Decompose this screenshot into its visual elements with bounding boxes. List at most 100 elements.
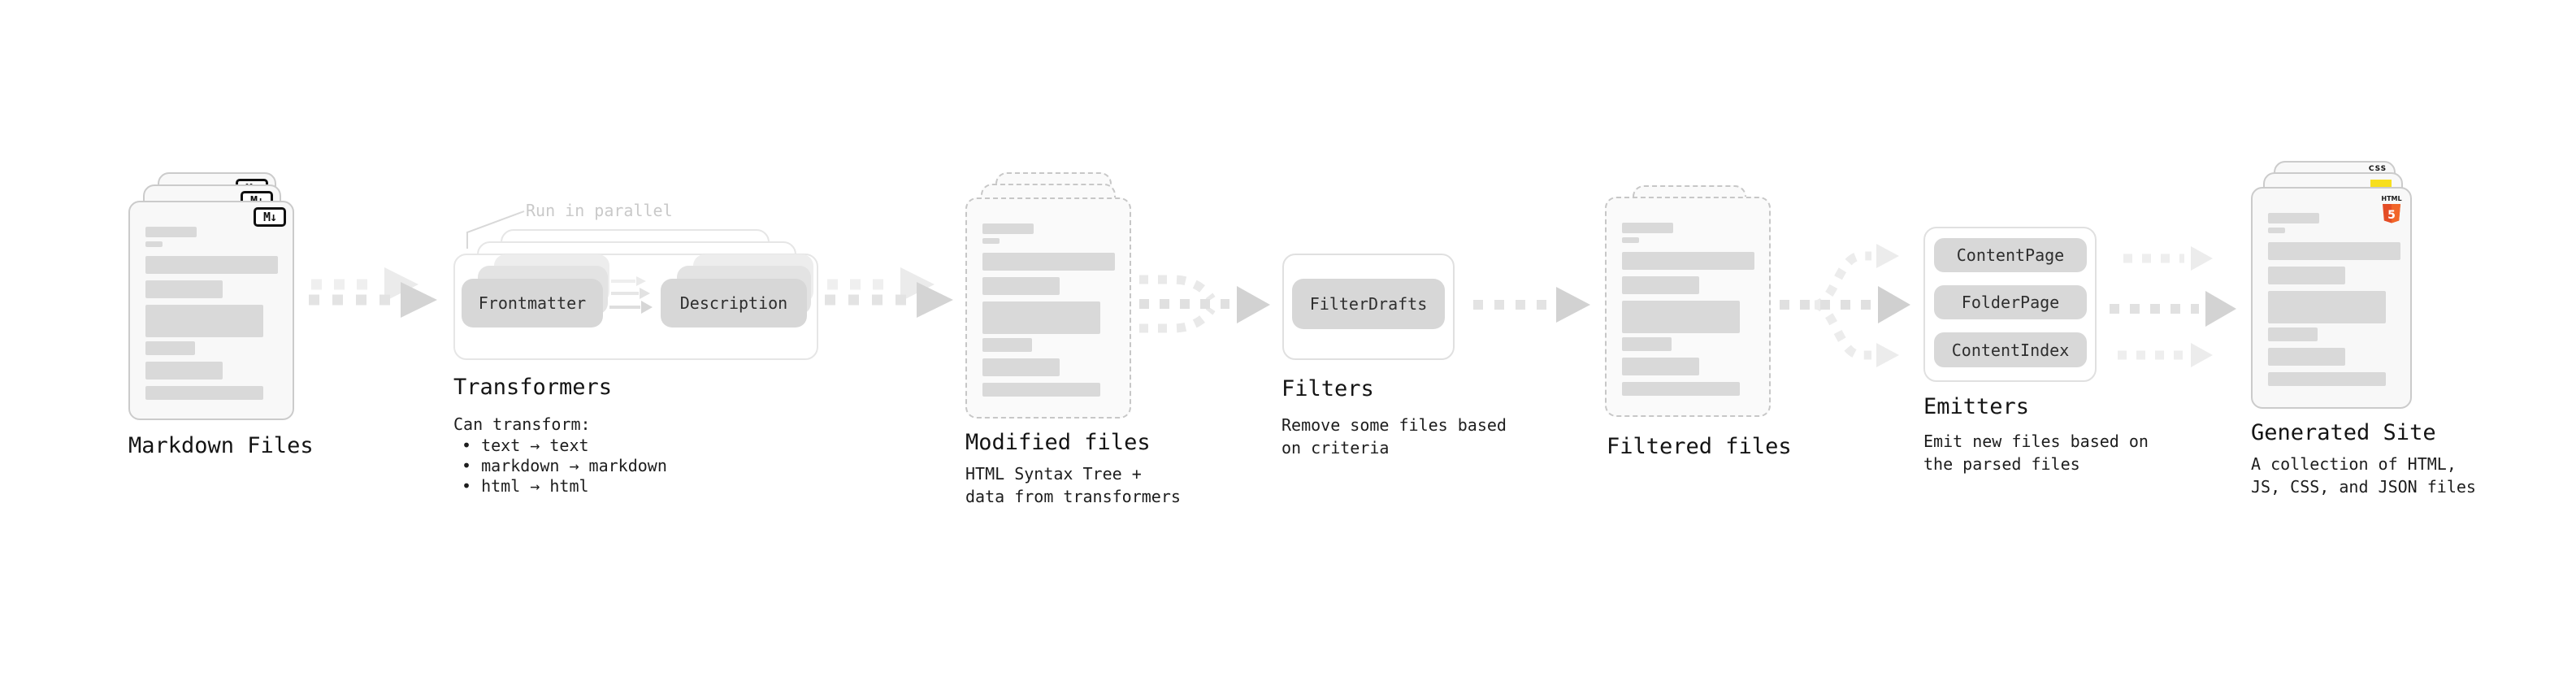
text-line-bar: [982, 277, 1060, 295]
text-line-bar: [2268, 228, 2285, 233]
text-line-bar: [145, 386, 263, 400]
arrowhead: [1237, 286, 1270, 323]
converge-branch-bottom: [1139, 306, 1216, 333]
modified-files-description: HTML Syntax Tree + data from transformer…: [965, 462, 1181, 508]
description-line: on criteria: [1281, 438, 1390, 458]
text-line-bar: [1622, 301, 1740, 333]
flow-arrow-transformers-to-modified: [825, 267, 953, 318]
generated-file-card-front: HTML 5: [2251, 187, 2412, 409]
file-text-placeholder: [2253, 189, 2410, 407]
arrowhead-ghost: [1876, 244, 1899, 268]
mini-arrowhead: [641, 301, 653, 314]
html5-icon-number: 5: [2387, 209, 2396, 222]
folderpage-pill: FolderPage: [1934, 285, 2087, 319]
description-line: the parsed files: [1923, 454, 2080, 474]
markdown-files-label: Markdown Files: [128, 433, 314, 458]
text-line-bar: [145, 362, 223, 380]
arrowhead: [917, 282, 953, 318]
flow-arrow-modified-to-filters: [1139, 275, 1270, 333]
text-line-bar: [145, 280, 223, 298]
description-pill: Description: [661, 279, 807, 327]
mini-arrowhead: [640, 288, 650, 299]
arrowhead: [2205, 291, 2236, 327]
text-line-bar: [982, 301, 1100, 334]
text-line-bar: [1622, 252, 1754, 270]
generated-site-description: A collection of HTML, JS, CSS, and JSON …: [2251, 453, 2476, 498]
arrowhead-ghost: [2191, 246, 2213, 271]
contentindex-pill: ContentIndex: [1934, 332, 2087, 367]
description-line: data from transformers: [965, 487, 1181, 506]
text-line-bar: [1622, 337, 1672, 351]
text-line-bar: [1622, 382, 1740, 396]
markdown-icon-label: M↓: [262, 210, 277, 224]
description-line: JS, CSS, and JSON files: [2251, 477, 2476, 497]
css-badge-label: CSS: [2368, 165, 2387, 173]
filters-description: Remove some files based on criteria: [1281, 414, 1507, 459]
modified-file-card-front: [965, 197, 1131, 419]
parallel-mini-arrows: [609, 276, 653, 314]
description-line: Emit new files based on: [1923, 432, 2149, 451]
flow-arrow-filtered-to-emitters: [1780, 244, 1910, 367]
filtered-file-card-front: [1605, 197, 1771, 417]
arrowhead: [1878, 286, 1910, 323]
text-line-bar: [2268, 372, 2386, 386]
file-text-placeholder: [967, 199, 1130, 417]
text-line-bar: [2268, 291, 2386, 323]
html5-icon-top-label: HTML: [2381, 195, 2401, 202]
text-line-bar: [1622, 223, 1673, 233]
mini-arrowhead: [636, 276, 646, 286]
generated-site-label: Generated Site: [2251, 420, 2436, 445]
contentindex-pill-label: ContentIndex: [1951, 340, 2070, 360]
text-line-bar: [982, 358, 1060, 376]
text-line-bar: [1622, 237, 1639, 243]
emitters-label: Emitters: [1923, 394, 2030, 419]
run-in-parallel-annotation: Run in parallel: [526, 201, 673, 220]
text-line-bar: [145, 305, 263, 337]
markdown-icon: M↓: [254, 207, 286, 227]
emitters-description: Emit new files based on the parsed files: [1923, 430, 2149, 475]
description-pill-label: Description: [679, 293, 788, 313]
flow-arrow-filters-to-filtered: [1473, 287, 1590, 323]
text-line-bar: [982, 338, 1032, 352]
contentpage-pill: ContentPage: [1934, 238, 2087, 272]
text-line-bar: [145, 241, 163, 247]
transformers-label: Transformers: [453, 375, 613, 400]
contentpage-pill-label: ContentPage: [1956, 245, 2065, 265]
text-line-bar: [2268, 348, 2345, 366]
text-line-bar: [1622, 276, 1699, 294]
transform-bullet: • html → html: [462, 476, 589, 496]
text-line-bar: [1622, 358, 1699, 375]
frontmatter-pill: Frontmatter: [462, 279, 603, 327]
transformers-description: Can transform: • text → text • markdown …: [453, 414, 667, 497]
text-line-bar: [982, 238, 1000, 244]
filterdrafts-pill-label: FilterDrafts: [1309, 294, 1428, 314]
filtered-files-label: Filtered files: [1607, 434, 1792, 459]
text-line-bar: [145, 227, 197, 237]
filters-label: Filters: [1281, 376, 1374, 401]
text-line-bar: [982, 383, 1100, 397]
text-line-bar: [145, 256, 278, 274]
text-line-bar: [2268, 213, 2319, 223]
html5-icon: HTML 5: [2381, 195, 2402, 223]
folderpage-pill-label: FolderPage: [1961, 293, 2060, 312]
file-text-placeholder: [1607, 198, 1769, 415]
description-line: A collection of HTML,: [2251, 454, 2457, 474]
flow-arrow-markdown-to-transformers: [309, 267, 437, 318]
text-line-bar: [982, 223, 1034, 234]
flow-arrows-emitters-to-generated: [2110, 246, 2236, 367]
markdown-file-card-front: M↓: [128, 201, 294, 420]
arrowhead-ghost: [1876, 343, 1899, 367]
diverge-branch-top: [1813, 251, 1871, 310]
text-line-bar: [2268, 242, 2400, 260]
text-line-bar: [982, 253, 1115, 271]
diverge-branch-bottom: [1813, 300, 1871, 360]
text-line-bar: [2268, 327, 2318, 341]
file-text-placeholder: [130, 202, 293, 419]
can-transform-title: Can transform:: [453, 414, 591, 434]
leader-line: [466, 210, 525, 249]
arrowhead-ghost: [2191, 343, 2213, 367]
converge-branch-top: [1139, 275, 1216, 302]
description-line: Remove some files based: [1281, 415, 1507, 435]
transform-bullet: • markdown → markdown: [462, 456, 667, 475]
